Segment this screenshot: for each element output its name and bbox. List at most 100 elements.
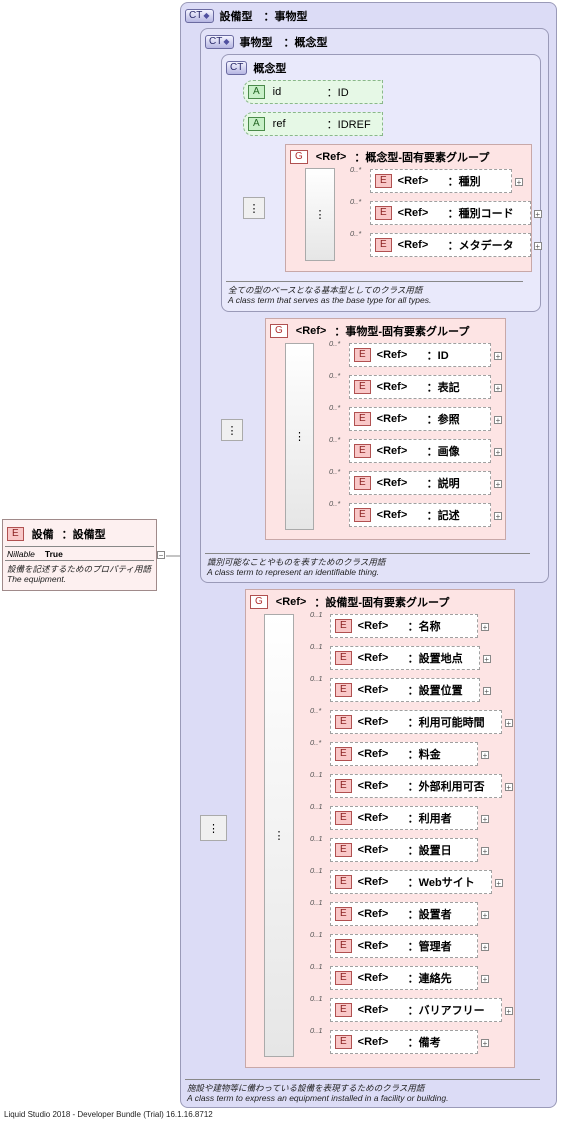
- expand-toggle[interactable]: +: [515, 178, 523, 187]
- element-ref-row[interactable]: E<Ref>：利用可能時間+: [330, 710, 513, 734]
- element-ref: <Ref>: [357, 652, 389, 664]
- collapse-toggle[interactable]: −: [157, 551, 165, 560]
- group-ref: <Ref>: [275, 596, 307, 608]
- element-badge: E: [335, 907, 352, 921]
- group-ref: <Ref>: [315, 151, 347, 163]
- element-ref-row[interactable]: E<Ref>：画像+: [349, 439, 502, 463]
- attribute-ref[interactable]: A ref ：IDREF: [243, 112, 383, 136]
- expand-toggle[interactable]: +: [481, 815, 489, 824]
- element-ref-row[interactable]: E<Ref>：バリアフリー+: [330, 998, 513, 1022]
- element-name: ：備考: [407, 1037, 441, 1049]
- element-badge: E: [335, 971, 352, 985]
- element-name: ：バリアフリー: [407, 1005, 485, 1017]
- sequence-icon[interactable]: ⋮: [264, 614, 294, 1057]
- expand-toggle[interactable]: +: [504, 1007, 513, 1016]
- group-name: ：事物型-固有要素グループ: [334, 326, 470, 338]
- group-badge: G: [290, 150, 308, 164]
- expand-toggle[interactable]: +: [481, 911, 489, 920]
- attribute-badge: A: [248, 117, 265, 131]
- expand-toggle[interactable]: +: [494, 384, 502, 393]
- cardinality-label: 0..*: [329, 339, 341, 348]
- cardinality-label: 0..*: [310, 738, 322, 747]
- element-ref-row[interactable]: E<Ref>：管理者+: [330, 934, 489, 958]
- sequence-icon[interactable]: ⋮: [243, 197, 265, 219]
- sequence-icon[interactable]: ⋮: [285, 343, 314, 530]
- expand-toggle[interactable]: +: [481, 943, 489, 952]
- expand-toggle[interactable]: +: [494, 512, 502, 521]
- group-name: ：設備型-固有要素グループ: [314, 597, 450, 609]
- attribute-name: ref: [272, 118, 286, 130]
- element-ref-row[interactable]: E<Ref>：連絡先+: [330, 966, 489, 990]
- expand-toggle[interactable]: +: [482, 687, 491, 696]
- nillable-label: Nillable: [7, 549, 35, 559]
- element-ref: <Ref>: [397, 175, 429, 187]
- element-ref-row[interactable]: E<Ref>：利用者+: [330, 806, 489, 830]
- element-ref: <Ref>: [376, 349, 408, 361]
- cardinality-label: 0..1: [310, 674, 323, 683]
- element-ref: <Ref>: [357, 812, 389, 824]
- expand-toggle[interactable]: +: [533, 242, 542, 251]
- element-ref-row[interactable]: E<Ref>：料金+: [330, 742, 489, 766]
- expand-toggle[interactable]: +: [494, 879, 503, 888]
- element-ref-row[interactable]: E<Ref>：メタデータ+: [370, 233, 542, 257]
- complex-type-badge: CT: [205, 35, 234, 49]
- complex-type-badge: CT: [185, 9, 214, 23]
- element-ref-row[interactable]: E<Ref>：種別コード+: [370, 201, 542, 225]
- thing-desc-ja: 識別可能なことやものを表すためのクラス用語: [207, 557, 386, 567]
- expand-toggle[interactable]: +: [494, 416, 502, 425]
- expand-toggle[interactable]: +: [481, 751, 489, 760]
- element-badge: E: [354, 476, 371, 490]
- element-badge: E: [375, 206, 392, 220]
- concept-desc-ja: 全ての型のベースとなる基本型としてのクラス用語: [228, 285, 423, 295]
- element-ref-row[interactable]: E<Ref>：設置日+: [330, 838, 489, 862]
- element-name: ：メタデータ: [447, 240, 514, 252]
- attribute-id[interactable]: A id ：ID: [243, 80, 383, 104]
- element-ref: <Ref>: [357, 908, 389, 920]
- element-ref-row[interactable]: E<Ref>：ID+: [349, 343, 502, 367]
- element-name: ：料金: [407, 749, 441, 761]
- element-ref-row[interactable]: E<Ref>：設置位置+: [330, 678, 491, 702]
- expand-toggle[interactable]: +: [482, 655, 491, 664]
- complex-type-thing-title: 事物型 ：概念型: [239, 37, 328, 49]
- element-badge: E: [335, 779, 352, 793]
- expand-toggle[interactable]: +: [481, 623, 489, 632]
- element-name: ：管理者: [407, 941, 452, 953]
- expand-toggle[interactable]: +: [481, 847, 489, 856]
- element-name: ：画像: [426, 446, 460, 458]
- root-element-box[interactable]: E 設備 ：設備型 Nillable True 設備を記述するためのプロパティ用…: [2, 519, 157, 591]
- expand-toggle[interactable]: +: [533, 210, 542, 219]
- expand-toggle[interactable]: +: [504, 719, 513, 728]
- element-ref-row[interactable]: E<Ref>：設置者+: [330, 902, 489, 926]
- element-ref-row[interactable]: E<Ref>：設置地点+: [330, 646, 491, 670]
- element-ref-row[interactable]: E<Ref>：Webサイト+: [330, 870, 503, 894]
- element-ref: <Ref>: [357, 844, 389, 856]
- sequence-icon[interactable]: ⋮: [200, 815, 227, 841]
- element-ref-row[interactable]: E<Ref>：説明+: [349, 471, 502, 495]
- element-ref: <Ref>: [357, 940, 389, 952]
- element-ref-row[interactable]: E<Ref>：参照+: [349, 407, 502, 431]
- element-ref-row[interactable]: E<Ref>：表記+: [349, 375, 502, 399]
- cardinality-label: 0..*: [329, 499, 341, 508]
- element-name: ：Webサイト: [407, 877, 475, 889]
- expand-toggle[interactable]: +: [481, 975, 489, 984]
- expand-toggle[interactable]: +: [494, 480, 502, 489]
- thing-desc-en: A class term to represent an identifiabl…: [207, 567, 380, 577]
- sequence-icon[interactable]: ⋮: [305, 168, 335, 261]
- element-ref-row[interactable]: E<Ref>：外部利用可否+: [330, 774, 513, 798]
- expand-toggle[interactable]: +: [494, 352, 502, 361]
- element-ref-row[interactable]: E<Ref>：名称+: [330, 614, 489, 638]
- nillable-value: True: [44, 549, 63, 559]
- expand-toggle[interactable]: +: [494, 448, 502, 457]
- expand-toggle[interactable]: +: [481, 1039, 489, 1048]
- element-ref: <Ref>: [397, 207, 429, 219]
- element-badge: E: [335, 811, 352, 825]
- sequence-icon[interactable]: ⋮: [221, 419, 243, 441]
- element-ref-row[interactable]: E<Ref>：記述+: [349, 503, 502, 527]
- expand-toggle[interactable]: +: [504, 783, 513, 792]
- equipment-desc-en: A class term to express an equipment ins…: [187, 1093, 449, 1103]
- element-ref-row[interactable]: E<Ref>：種別+: [370, 169, 523, 193]
- element-name: ：外部利用可否: [407, 781, 485, 793]
- element-name: ：種別: [447, 176, 481, 188]
- element-ref: <Ref>: [357, 876, 389, 888]
- element-ref-row[interactable]: E<Ref>：備考+: [330, 1030, 489, 1054]
